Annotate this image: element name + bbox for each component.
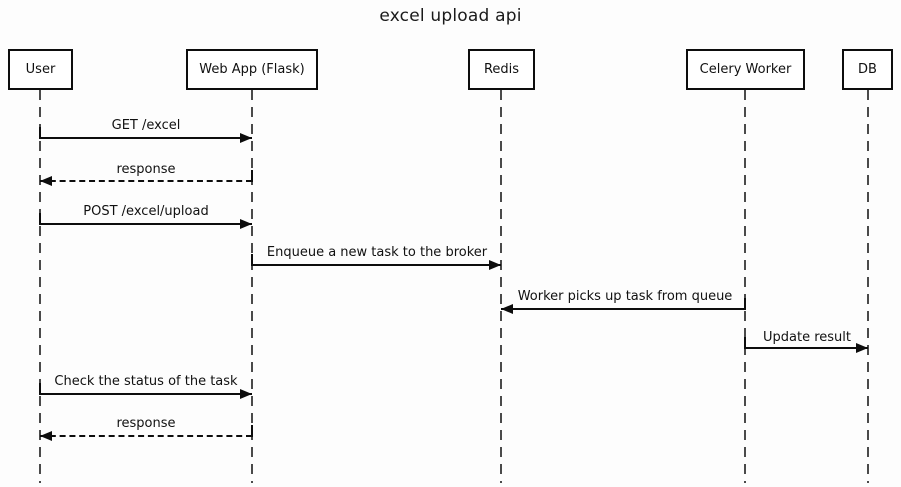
message-label-2: response xyxy=(116,162,176,177)
message-label-8: response xyxy=(116,416,176,431)
message-line-1 xyxy=(40,137,252,139)
participant-db[interactable]: DB xyxy=(842,49,893,90)
message-label-7: Check the status of the task xyxy=(54,374,238,389)
message-line-4 xyxy=(252,264,501,266)
message-line-2 xyxy=(40,180,252,182)
participant-celery[interactable]: Celery Worker xyxy=(686,49,805,90)
message-line-3 xyxy=(40,223,252,225)
message-label-5: Worker picks up task from queue xyxy=(517,289,733,304)
lifeline-user xyxy=(39,90,41,483)
participant-label: Redis xyxy=(483,62,520,77)
message-label-3: POST /excel/upload xyxy=(83,204,209,219)
message-label-6: Update result xyxy=(763,330,851,345)
message-line-8 xyxy=(40,435,252,437)
lifeline-redis xyxy=(500,90,502,483)
lifeline-celery xyxy=(744,90,746,483)
message-label-1: GET /excel xyxy=(111,118,181,133)
arrow-head-right-icon xyxy=(489,260,501,270)
participant-label: Web App (Flask) xyxy=(199,62,305,77)
arrow-head-right-icon xyxy=(240,133,252,143)
message-origin-tick xyxy=(744,298,746,310)
message-label-4: Enqueue a new task to the broker xyxy=(266,245,488,260)
diagram-title: excel upload api xyxy=(379,6,522,26)
message-line-7 xyxy=(40,393,252,395)
message-origin-tick xyxy=(251,170,253,182)
arrow-head-left-icon xyxy=(40,431,52,441)
lifeline-db xyxy=(867,90,869,483)
participant-user[interactable]: User xyxy=(8,49,73,90)
lifeline-webapp xyxy=(251,90,253,483)
message-origin-tick xyxy=(251,425,253,437)
message-origin-tick xyxy=(744,337,746,349)
message-origin-tick xyxy=(39,213,41,225)
arrow-head-right-icon xyxy=(856,343,868,353)
participant-label: User xyxy=(25,62,56,77)
arrow-head-right-icon xyxy=(240,389,252,399)
arrow-head-left-icon xyxy=(501,304,513,314)
participant-redis[interactable]: Redis xyxy=(468,49,535,90)
message-origin-tick xyxy=(251,254,253,266)
participant-label: DB xyxy=(858,62,877,77)
message-line-6 xyxy=(745,347,868,349)
participant-label: Celery Worker xyxy=(699,62,792,77)
message-origin-tick xyxy=(39,383,41,395)
message-origin-tick xyxy=(39,127,41,139)
participant-webapp[interactable]: Web App (Flask) xyxy=(186,49,318,90)
message-line-5 xyxy=(501,308,745,310)
arrow-head-right-icon xyxy=(240,219,252,229)
arrow-head-left-icon xyxy=(40,176,52,186)
